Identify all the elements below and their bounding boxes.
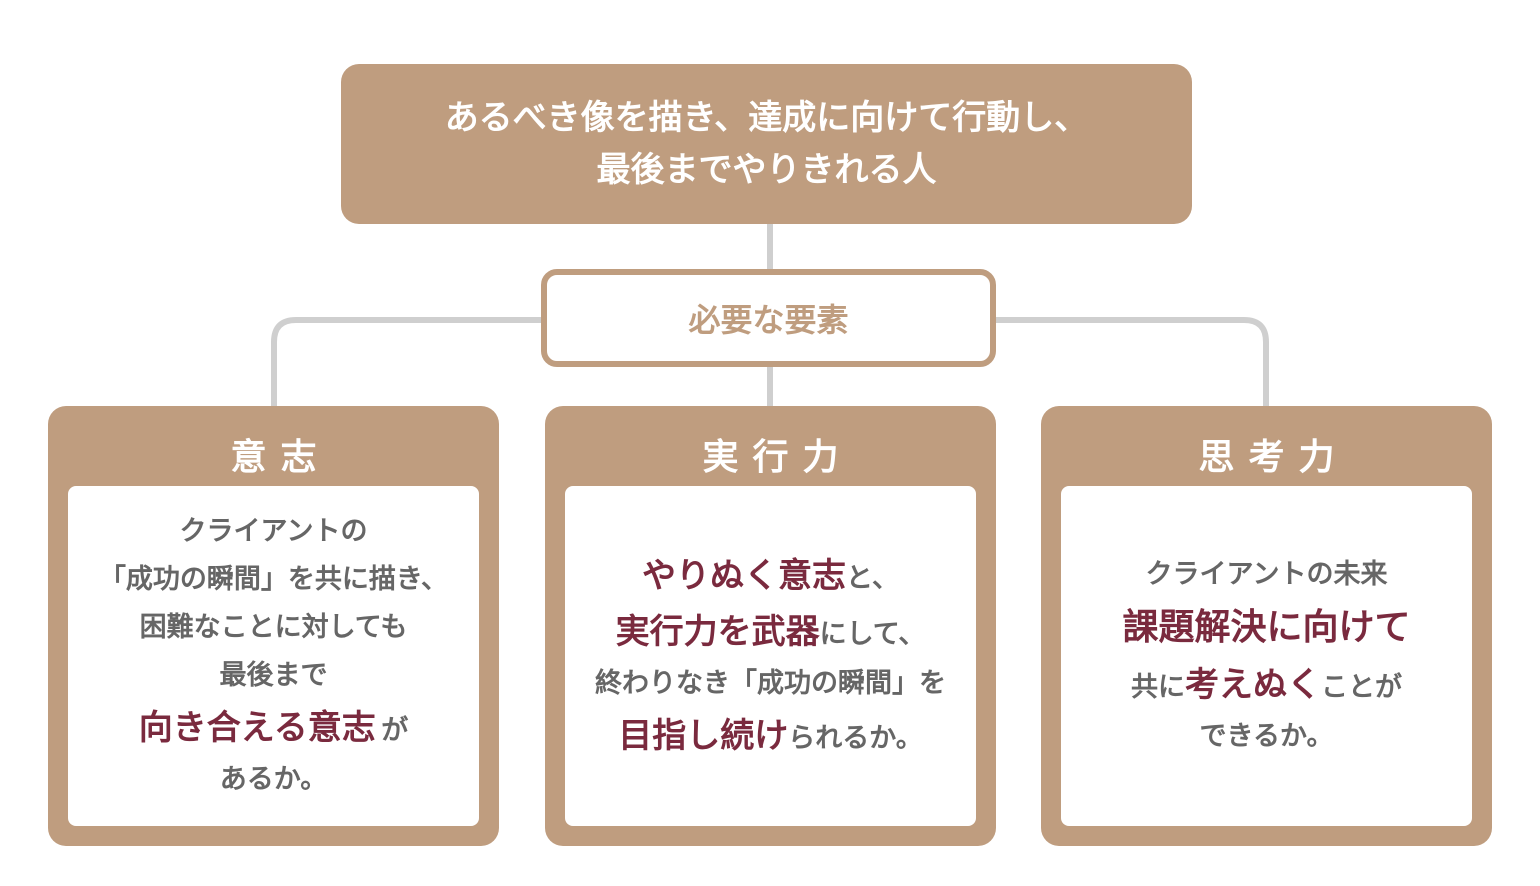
goal-line-1: あるべき像を描き、達成に向けて行動し、 bbox=[444, 98, 1089, 138]
card-will-body: クライアントの 「成功の瞬間」を共に描き、 困難なことに対しても 最後まで 向き… bbox=[68, 486, 479, 826]
connector-right-branch bbox=[990, 317, 1269, 406]
card-execution-row-1-highlight: やりぬく意志 bbox=[642, 556, 847, 596]
card-thinking-row-3-prefix: 共に bbox=[1131, 672, 1185, 703]
card-thinking-row-3-suffix: ことが bbox=[1321, 672, 1402, 703]
card-execution-row-2-highlight: 実行力を武器 bbox=[615, 612, 820, 652]
required-elements-label: 必要な要素 bbox=[688, 301, 849, 339]
card-thinking-body: クライアントの未来 課題解決に向けて 共に考えぬくことが できるか。 bbox=[1061, 486, 1472, 826]
card-execution-row-1-suffix: と、 bbox=[846, 563, 899, 594]
card-execution-row-2: 実行力を武器にして、 bbox=[616, 604, 926, 660]
card-thinking-row-3-highlight: 考えぬく bbox=[1185, 665, 1321, 705]
card-will-highlight-row: 向き合える意志 が bbox=[139, 700, 409, 756]
card-will-line-1: クライアントの bbox=[179, 516, 368, 547]
card-execution-title: 実行力 bbox=[702, 437, 853, 478]
card-will-last-line: あるか。 bbox=[219, 764, 328, 795]
card-will-highlight: 向き合える意志 bbox=[138, 708, 376, 748]
card-thinking-row-1: クライアントの未来 bbox=[1145, 559, 1388, 590]
card-will-line-3: 困難なことに対しても bbox=[139, 612, 408, 643]
required-elements-box: 必要な要素 bbox=[541, 269, 996, 367]
card-thinking-row-3: 共に考えぬくことが bbox=[1131, 657, 1402, 713]
card-will-line-2: 「成功の瞬間」を共に描き、 bbox=[98, 564, 449, 595]
goal-line-2: 最後までやりきれる人 bbox=[596, 150, 937, 190]
card-execution-row-1: やりぬく意志と、 bbox=[642, 548, 899, 604]
card-thinking-title: 思考力 bbox=[1198, 437, 1349, 478]
card-execution-row-4-highlight: 目指し続け bbox=[618, 716, 789, 756]
card-will-title: 意志 bbox=[230, 437, 331, 478]
card-execution-row-4: 目指し続けられるか。 bbox=[618, 708, 922, 764]
card-thinking-row-4: できるか。 bbox=[1199, 721, 1334, 752]
card-will-line-4: 最後まで bbox=[219, 660, 328, 691]
card-execution-row-2-suffix: にして、 bbox=[819, 619, 926, 650]
card-thinking: 思考力 クライアントの未来 課題解決に向けて 共に考えぬくことが できるか。 bbox=[1041, 406, 1492, 846]
connector-left-branch bbox=[271, 317, 541, 406]
card-execution: 実行力 やりぬく意志と、 実行力を武器にして、 終わりなき「成功の瞬間」を 目指… bbox=[545, 406, 996, 846]
card-execution-row-3: 終わりなき「成功の瞬間」を bbox=[595, 668, 946, 699]
card-will-highlight-suffix: が bbox=[381, 715, 409, 746]
card-execution-row-4-suffix: られるか。 bbox=[788, 723, 923, 754]
goal-box: あるべき像を描き、達成に向けて行動し、 最後までやりきれる人 bbox=[341, 64, 1192, 224]
card-thinking-row-2-highlight: 課題解決に向けて bbox=[1122, 607, 1411, 648]
card-execution-body: やりぬく意志と、 実行力を武器にして、 終わりなき「成功の瞬間」を 目指し続けら… bbox=[565, 486, 976, 826]
card-will: 意志 クライアントの 「成功の瞬間」を共に描き、 困難なことに対しても 最後まで… bbox=[48, 406, 499, 846]
